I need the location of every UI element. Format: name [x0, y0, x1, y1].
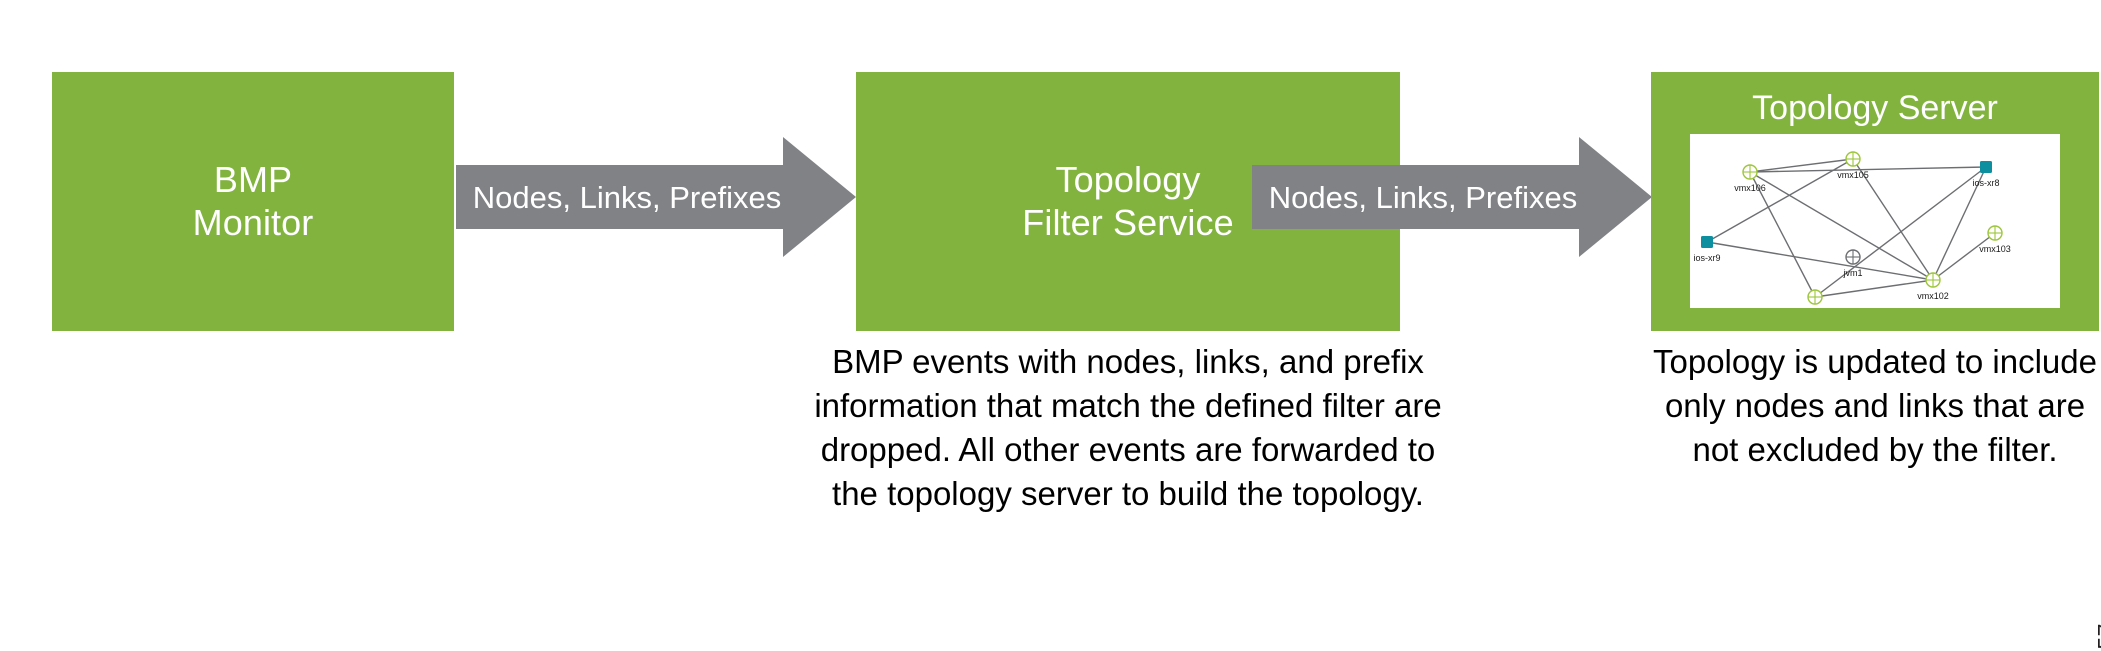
topology-node-label: vmx103: [1979, 244, 2011, 254]
caption-topology-filter: BMP events with nodes, links, and prefix…: [814, 343, 1442, 512]
topology-link: [1932, 166, 1987, 281]
topology-link: [1706, 241, 1934, 281]
topology-node: ios-xr8: [1972, 161, 2000, 188]
flow-arrow-bmp-to-filter: Nodes, Links, Prefixes: [456, 137, 856, 257]
topology-node: ios-xr9: [1693, 236, 1721, 263]
topology-node: jvm1: [1842, 249, 1863, 278]
topology-link: [1706, 158, 1854, 243]
topology-link: [1852, 158, 1934, 281]
topology-node: vmx102: [1917, 272, 1949, 301]
topology-node: vmx103: [1979, 225, 2011, 254]
topology-node: vmx104: [1807, 289, 1823, 305]
topology-link: [1749, 171, 1816, 298]
topology-link: [1749, 158, 1854, 173]
topology-link: [1814, 279, 1934, 298]
topology-graph-thumbnail: vmx105 vmx106 ios-xr8 ios-xr9 vmx103 jvm1 vmx1…: [1690, 134, 2060, 308]
arrow-shape: [456, 137, 856, 257]
arrow-shape: [1252, 137, 1652, 257]
figure-id-label: g301257: [2093, 623, 2101, 651]
topology-link: [1932, 232, 1996, 281]
process-box-label: Topology Server: [1752, 89, 1998, 127]
topology-links-group: [1706, 158, 1996, 298]
topology-node-label: vmx102: [1917, 291, 1949, 301]
flow-arrow-label: Nodes, Links, Prefixes: [1268, 180, 1578, 215]
topology-link: [1749, 166, 1987, 173]
caption-topology-server: Topology is updated to include only node…: [1653, 343, 2097, 468]
topology-nodes-group: vmx105 vmx106 ios-xr8 ios-xr9 vmx103 jvm1 vmx1…: [1693, 151, 2011, 305]
topology-node-label: ios-xr8: [1972, 178, 1999, 188]
topology-link: [1749, 171, 1934, 281]
topology-node-label: vmx106: [1734, 183, 1766, 193]
topology-node: vmx105: [1837, 151, 1869, 180]
process-box-label: BMP Monitor: [192, 159, 314, 243]
topology-node-label: vmx105: [1837, 170, 1869, 180]
process-box-bmp-monitor: BMP Monitor: [52, 72, 454, 331]
process-box-topology-server: Topology Server vmx105 vmx106 ios-xr8 ios-x…: [1651, 72, 2099, 331]
flow-arrow-label: Nodes, Links, Prefixes: [472, 180, 782, 215]
flow-arrow-filter-to-server: Nodes, Links, Prefixes: [1252, 137, 1652, 257]
topology-node-label: jvm1: [1842, 268, 1862, 278]
topology-node-label: ios-xr9: [1693, 253, 1720, 263]
node-glyph-square-icon: [1980, 161, 1992, 173]
topology-node: vmx106: [1734, 164, 1766, 193]
topology-link: [1814, 166, 1987, 298]
process-box-label: Topology Filter Service: [1022, 159, 1234, 243]
node-glyph-square-icon: [1701, 236, 1713, 248]
